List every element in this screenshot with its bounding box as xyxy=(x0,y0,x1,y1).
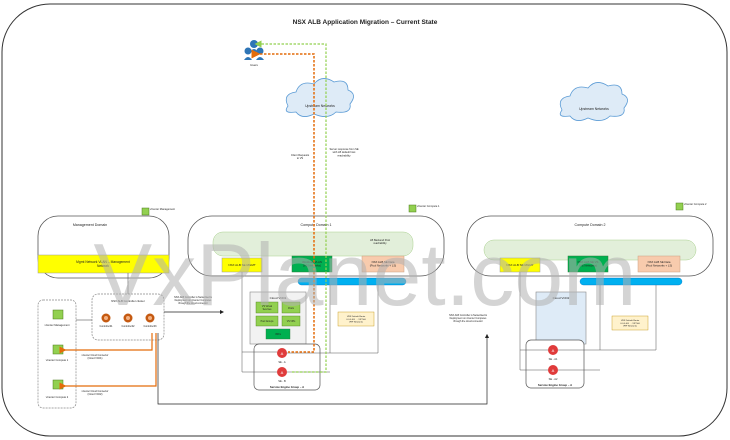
cd1-vs-segment xyxy=(291,255,333,273)
annotation-left: NSX ALB Controller is Networked &Deploym… xyxy=(174,296,212,305)
vcenter-compute-1-icon xyxy=(408,204,417,213)
vcenter-left-list: vCenter Management vCenter Compute 1 vCe… xyxy=(45,309,70,399)
cd2-se-group-box xyxy=(525,339,585,389)
controller-icon xyxy=(123,313,133,323)
cd2-data-segment xyxy=(637,255,681,273)
cloud-vcd2-label: Cloud VCD2 xyxy=(553,296,570,300)
vcenter-mgmt-label: vCenter Management xyxy=(150,207,175,211)
svg-text:A: A xyxy=(552,368,555,373)
cd1-card-label: VRFs xyxy=(275,334,282,336)
svg-text:A: A xyxy=(281,351,284,356)
vcenter-icon xyxy=(52,379,64,390)
controller-icon xyxy=(145,313,155,323)
cd2-data-label: NSX ALB SE Data(Pool Networks + LS) xyxy=(646,260,673,267)
cloud-vcd2-box xyxy=(535,291,587,345)
cloud-connector-label-1: vCenter Cloud Connector(Cloud VCD1) xyxy=(82,354,109,360)
cd1-card-label: Pool Groups xyxy=(261,320,275,323)
cd1-se-pool-link xyxy=(330,285,379,354)
cd1-card-vips xyxy=(281,315,301,327)
vcenter-mgmt-icon xyxy=(141,207,150,216)
cd2-vs-segment xyxy=(567,255,609,273)
cd1-card-vs xyxy=(255,301,279,314)
cd2-vs-label: NSX ALB SE VS(VS Networks) xyxy=(578,260,599,267)
controller-se-link xyxy=(157,333,490,405)
cd1-data-label: NSX ALB SE Data(Pool Networks + LS) xyxy=(370,260,397,267)
annotation-right: NSX ALB Controller is Networked &Deploym… xyxy=(449,314,487,323)
cd1-se-a-label: SE - A xyxy=(278,360,286,364)
se-icon: A xyxy=(548,365,558,375)
vcenter-left-label: vCenter Compute 2 xyxy=(46,395,69,399)
vcenter-left-label: vCenter Management xyxy=(45,323,70,327)
controller-label: Controller03 xyxy=(143,325,157,328)
vcenter-icon xyxy=(52,344,64,355)
cd2-se-pool-link xyxy=(600,285,657,351)
cd2-se-b-label: SE - A2 xyxy=(549,377,558,381)
vcenter-compute-2-label: vCenter Compute 2 xyxy=(684,202,707,206)
cd2-route-note xyxy=(611,315,649,331)
cloud-vcd1-label: Cloud VCD1 xyxy=(270,296,287,300)
vcenter-icon xyxy=(52,309,64,320)
compute-domain-2-title: Compute Domain 2 xyxy=(575,223,606,227)
cd1-card-label: Pools xyxy=(288,308,295,310)
cd2-blue-bar xyxy=(579,277,683,286)
cd1-card-vrfs xyxy=(265,328,291,340)
cd2-se-group-label: Service Engine Group – A xyxy=(538,383,572,387)
se-icon: A xyxy=(277,367,287,377)
controller-icon xyxy=(101,313,111,323)
cd1-se-mgmt-link xyxy=(241,352,277,373)
upstream-cloud-left xyxy=(285,78,354,117)
upstream-left-label: Upstream Networks xyxy=(305,104,335,108)
vcenter-left-label: vCenter Compute 1 xyxy=(46,358,69,362)
cd2-se-mgmt-link xyxy=(519,350,548,371)
diagram-title: NSX ALB Application Migration – Current … xyxy=(293,19,438,26)
cd1-se-mgmt-label: NSX ALB SE MGMT xyxy=(228,263,256,267)
cloud-connector-arrow-2 xyxy=(59,333,157,390)
cd1-se-b-label: SE - B xyxy=(278,379,286,383)
management-domain-title: Management Domain xyxy=(73,223,107,227)
cd2-se-mgmt-label: NSX ALB SE MGMT xyxy=(506,263,534,267)
upstream-cloud-right xyxy=(559,82,628,121)
svg-text:A: A xyxy=(281,370,284,375)
cd1-se-group-label: Service Engine Group – A xyxy=(270,385,304,389)
se-icon: A xyxy=(277,348,287,358)
cloud-connector-label-2: vCenter Cloud Connector(Cloud VCD2) xyxy=(82,390,109,396)
cd1-card-pools xyxy=(281,301,301,314)
mgmt-network-segment xyxy=(37,254,170,274)
users-label: Users xyxy=(250,63,258,67)
vcenter-compute-2-icon xyxy=(675,202,684,211)
upstream-right-label: Upstream Networks xyxy=(579,107,609,111)
compute-domain-1-title: Compute Domain 1 xyxy=(301,223,332,227)
controller-label: Controller02 xyxy=(121,325,135,328)
controller-cluster-label: NSX ALB Controller cluster xyxy=(111,299,145,303)
controller-label: Controller01 xyxy=(99,325,113,328)
cd1-card-poolgroups xyxy=(255,315,279,327)
cd1-blue-bar xyxy=(297,277,407,286)
cd1-se-group-box xyxy=(253,343,321,391)
watermark: VxPlanet.com xyxy=(94,225,637,324)
cloud-connector-arrow-1 xyxy=(59,333,153,354)
cd1-route-note xyxy=(337,311,375,327)
cd1-data-segment xyxy=(361,255,405,273)
client-request-arrow xyxy=(251,49,315,353)
se-icon: A xyxy=(548,345,558,355)
cd2-se-a-label: SE - A1 xyxy=(549,357,558,361)
vcenter-compute-1-label: vCenter Compute 1 xyxy=(417,204,440,208)
server-response-arrow xyxy=(254,40,327,373)
cd1-card-label: VS VIPs xyxy=(287,321,296,323)
cd1-vs-label: Workload VLAN(VS Networks) xyxy=(302,260,322,267)
svg-text:A: A xyxy=(552,348,555,353)
